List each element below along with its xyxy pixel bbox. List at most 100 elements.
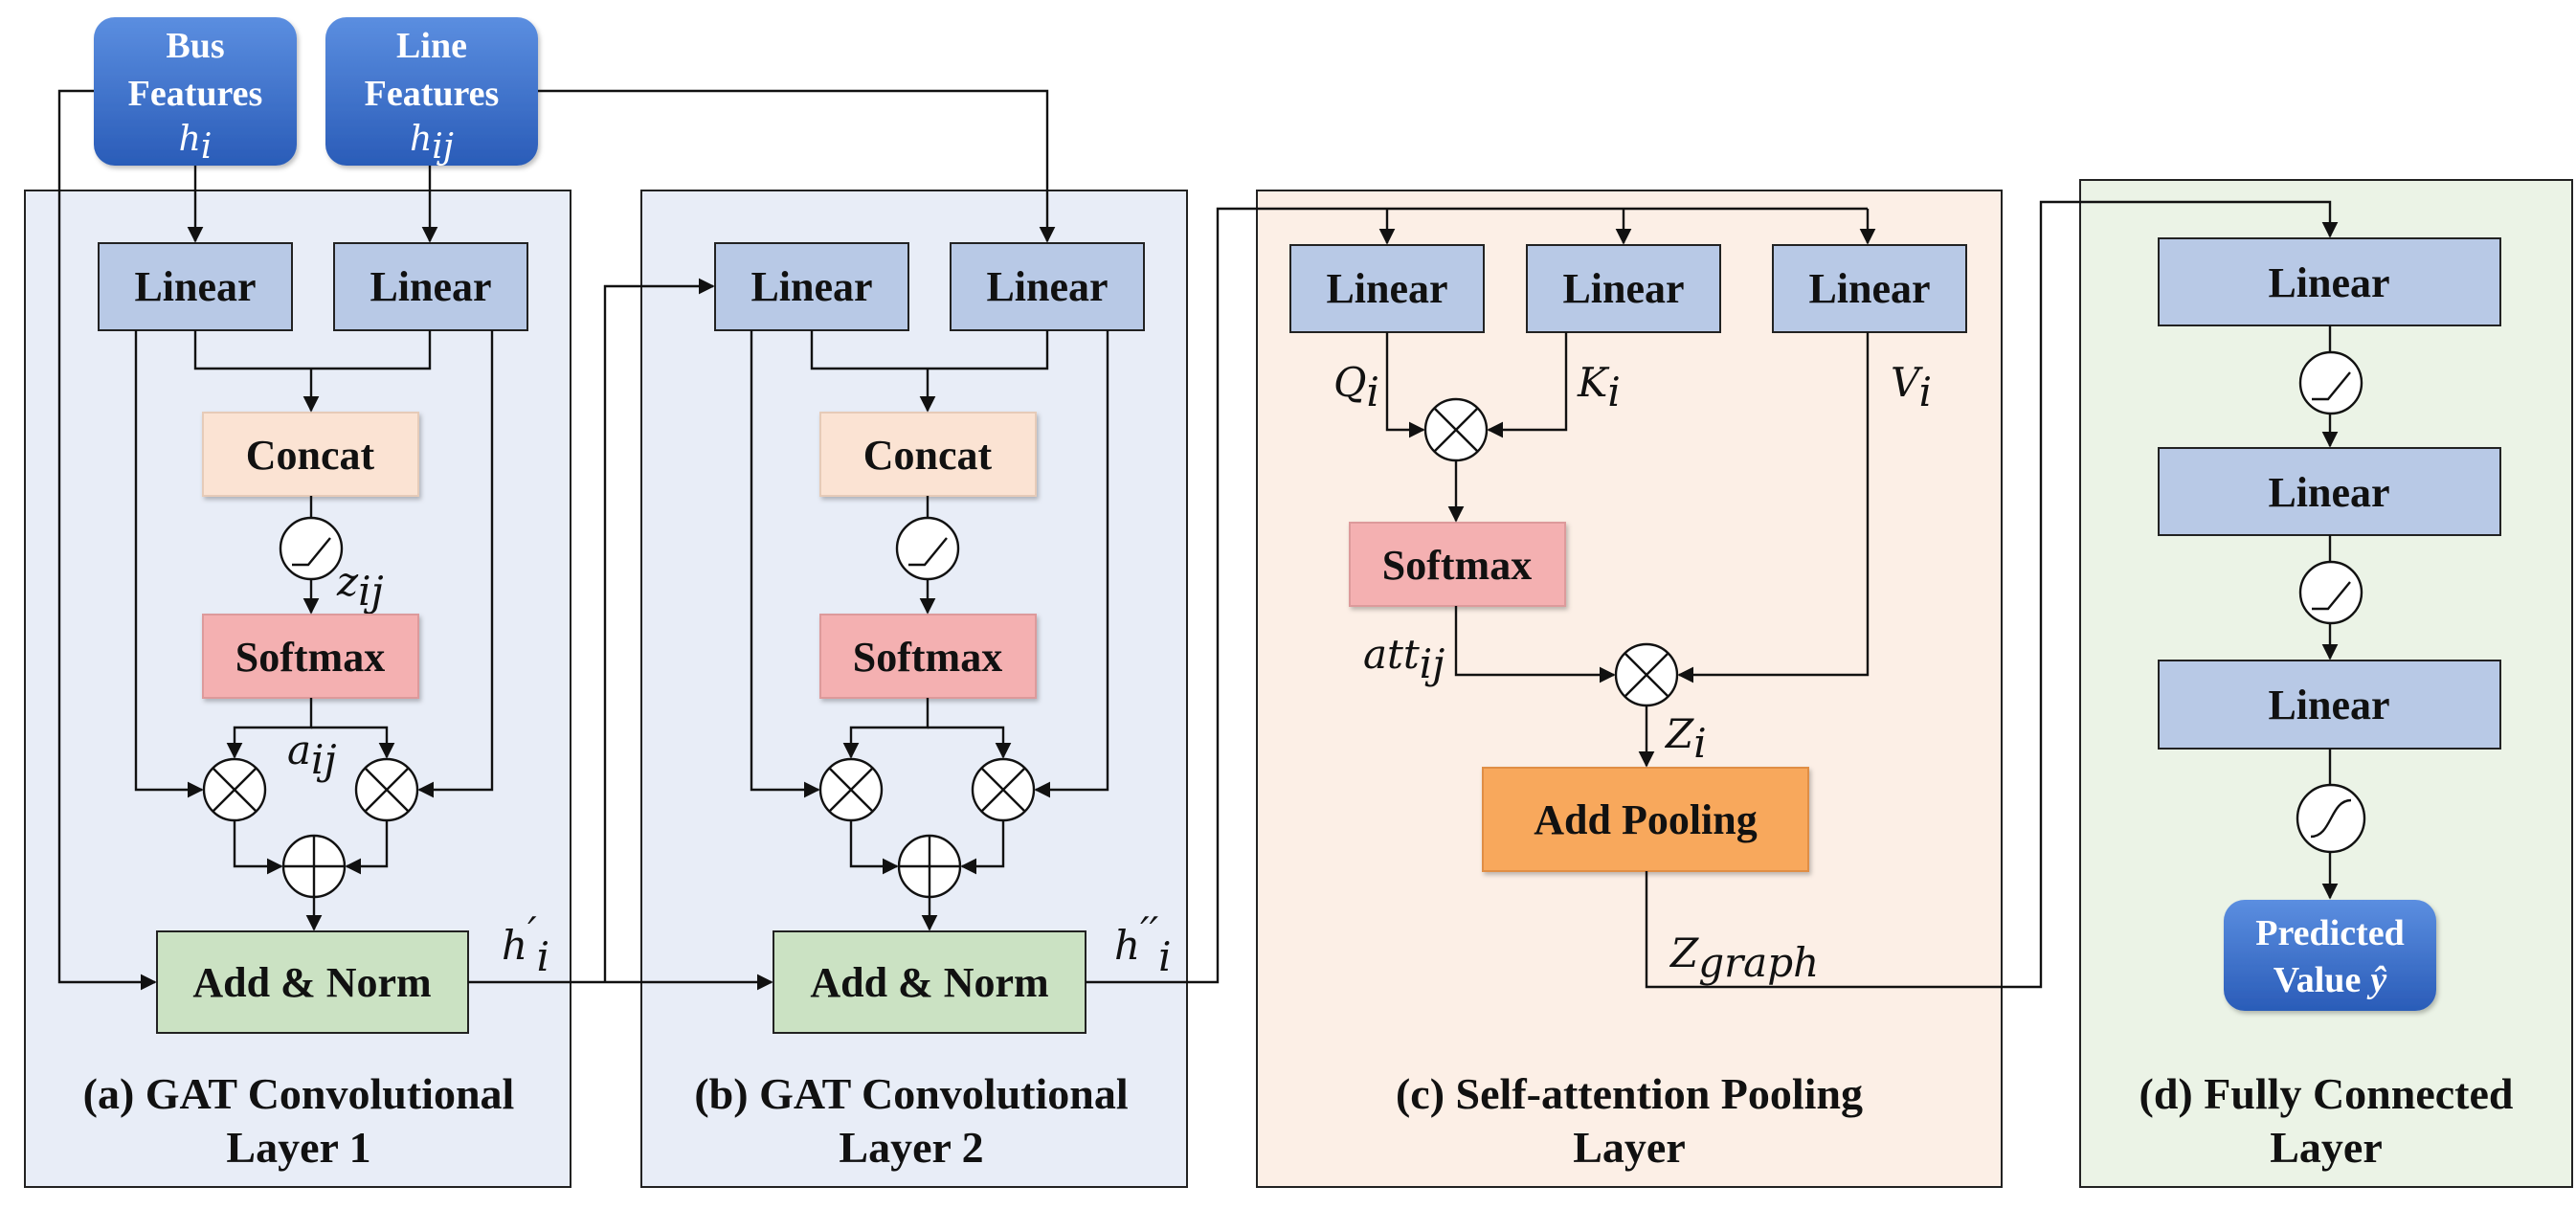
- add-icon: [897, 834, 962, 899]
- arrow: [233, 820, 283, 875]
- bus-features-line2: Features: [128, 74, 263, 114]
- linear-block: [2158, 660, 2501, 750]
- concat-label: Concat: [246, 432, 375, 479]
- softmax-block: [1349, 522, 1566, 607]
- softmax-block: [819, 614, 1037, 699]
- arrow: [345, 820, 389, 875]
- linear-block: [2158, 447, 2501, 536]
- arrow: [603, 278, 715, 982]
- linear-label: Linear: [2268, 469, 2389, 516]
- softmax-block: [202, 614, 419, 699]
- arrow: [1677, 332, 1870, 683]
- bus-features-symbol: hi: [179, 120, 213, 167]
- linear-block: [333, 242, 528, 331]
- panel-c-caption-line2: Layer: [1573, 1123, 1686, 1172]
- linear-label: Linear: [2268, 682, 2389, 728]
- linear-label: Linear: [370, 263, 491, 310]
- multiply-icon: [971, 757, 1036, 822]
- z-i-label: Zi: [1664, 710, 1707, 767]
- arrow: [849, 820, 899, 875]
- h-prime-label: h′i: [502, 908, 549, 980]
- linear-block: [714, 242, 909, 331]
- concat-label: Concat: [863, 432, 993, 479]
- relu-icon: [2298, 350, 2363, 415]
- panel-b-caption-line1: (b) GAT Convolutional: [694, 1069, 1128, 1118]
- linear-block: [2158, 237, 2501, 326]
- connector: [193, 330, 432, 370]
- line-features-symbol: hij: [410, 120, 454, 167]
- arrow: [538, 89, 1056, 243]
- linear-label: Linear: [1562, 265, 1684, 312]
- connector: [1086, 207, 1868, 984]
- linear-label: Linear: [986, 263, 1108, 310]
- linear-label: Linear: [2268, 259, 2389, 306]
- linear-label: Linear: [750, 263, 872, 310]
- linear-key-block: [1526, 244, 1721, 333]
- linear-label: Linear: [1808, 265, 1930, 312]
- add-icon: [281, 834, 347, 899]
- linear-query-block: [1289, 244, 1485, 333]
- predicted-line1: Predicted: [2255, 913, 2404, 953]
- arrow: [311, 726, 395, 759]
- arrow: [226, 698, 313, 759]
- sigmoid-icon: [2296, 783, 2366, 854]
- arrow: [1645, 200, 2339, 989]
- connectors: [57, 89, 2339, 991]
- softmax-label: Softmax: [853, 634, 1002, 681]
- linear-label: Linear: [134, 263, 256, 310]
- v-i-label: Vi: [1891, 359, 1932, 415]
- arrow: [1385, 332, 1425, 438]
- arrow: [1034, 330, 1109, 798]
- multiply-icon: [818, 757, 884, 822]
- z-graph-label: Zgraph: [1669, 929, 1819, 986]
- line-features-line1: Line: [396, 26, 467, 66]
- arrow: [750, 330, 820, 798]
- arrow: [1454, 606, 1616, 683]
- relu-icon: [895, 516, 960, 581]
- bus-features-input: Bus Features hi: [94, 17, 297, 167]
- h-double-prime-label: h′′i: [1114, 908, 1172, 980]
- line-features-line2: Features: [365, 74, 500, 114]
- arrow: [417, 330, 494, 798]
- panel-a-caption-line2: Layer 1: [226, 1123, 370, 1172]
- arrow: [928, 726, 1012, 759]
- panel-d-caption-line1: (d) Fully Connected: [2139, 1069, 2514, 1118]
- z-ij-label: zij: [336, 558, 384, 615]
- softmax-label: Softmax: [235, 634, 385, 681]
- multiply-icon: [1423, 397, 1489, 462]
- add-norm-block: [156, 930, 469, 1034]
- panel-b-caption-line2: Layer 2: [839, 1123, 983, 1172]
- connector: [810, 330, 1049, 370]
- arrow: [57, 89, 157, 991]
- gat-layer-2: Linear Linear Concat Softmax Add & Norm …: [694, 242, 1172, 1172]
- multiply-icon: [354, 757, 419, 822]
- panel-d-caption-line2: Layer: [2270, 1123, 2383, 1172]
- line-features-input: Line Features hij: [325, 17, 538, 167]
- add-pooling-block: [1482, 767, 1809, 872]
- arrow: [1487, 332, 1568, 438]
- arrow: [134, 330, 204, 798]
- q-i-label: Qi: [1333, 359, 1379, 415]
- relu-icon: [279, 516, 344, 581]
- a-ij-label: aij: [287, 727, 337, 783]
- att-ij-label: attij: [1363, 631, 1445, 687]
- linear-block: [950, 242, 1145, 331]
- self-attention-pooling: Linear Linear Linear Qi Ki Vi Softmax at…: [1289, 244, 1967, 1172]
- softmax-label: Softmax: [1382, 542, 1532, 589]
- add-norm-label: Add & Norm: [810, 959, 1048, 1006]
- bus-features-line1: Bus: [166, 26, 224, 66]
- multiply-icon: [202, 757, 267, 822]
- panel-c-caption-line1: (c) Self-attention Pooling: [1396, 1069, 1863, 1118]
- add-norm-label: Add & Norm: [192, 959, 431, 1006]
- linear-value-block: [1772, 244, 1967, 333]
- add-pooling-label: Add Pooling: [1534, 796, 1758, 843]
- relu-icon: [2298, 560, 2363, 625]
- arrow: [842, 698, 930, 759]
- k-i-label: Ki: [1577, 359, 1621, 415]
- multiply-icon: [1614, 642, 1679, 707]
- gat-layer-1: Linear Linear Concat zij Softmax aij: [83, 242, 549, 1172]
